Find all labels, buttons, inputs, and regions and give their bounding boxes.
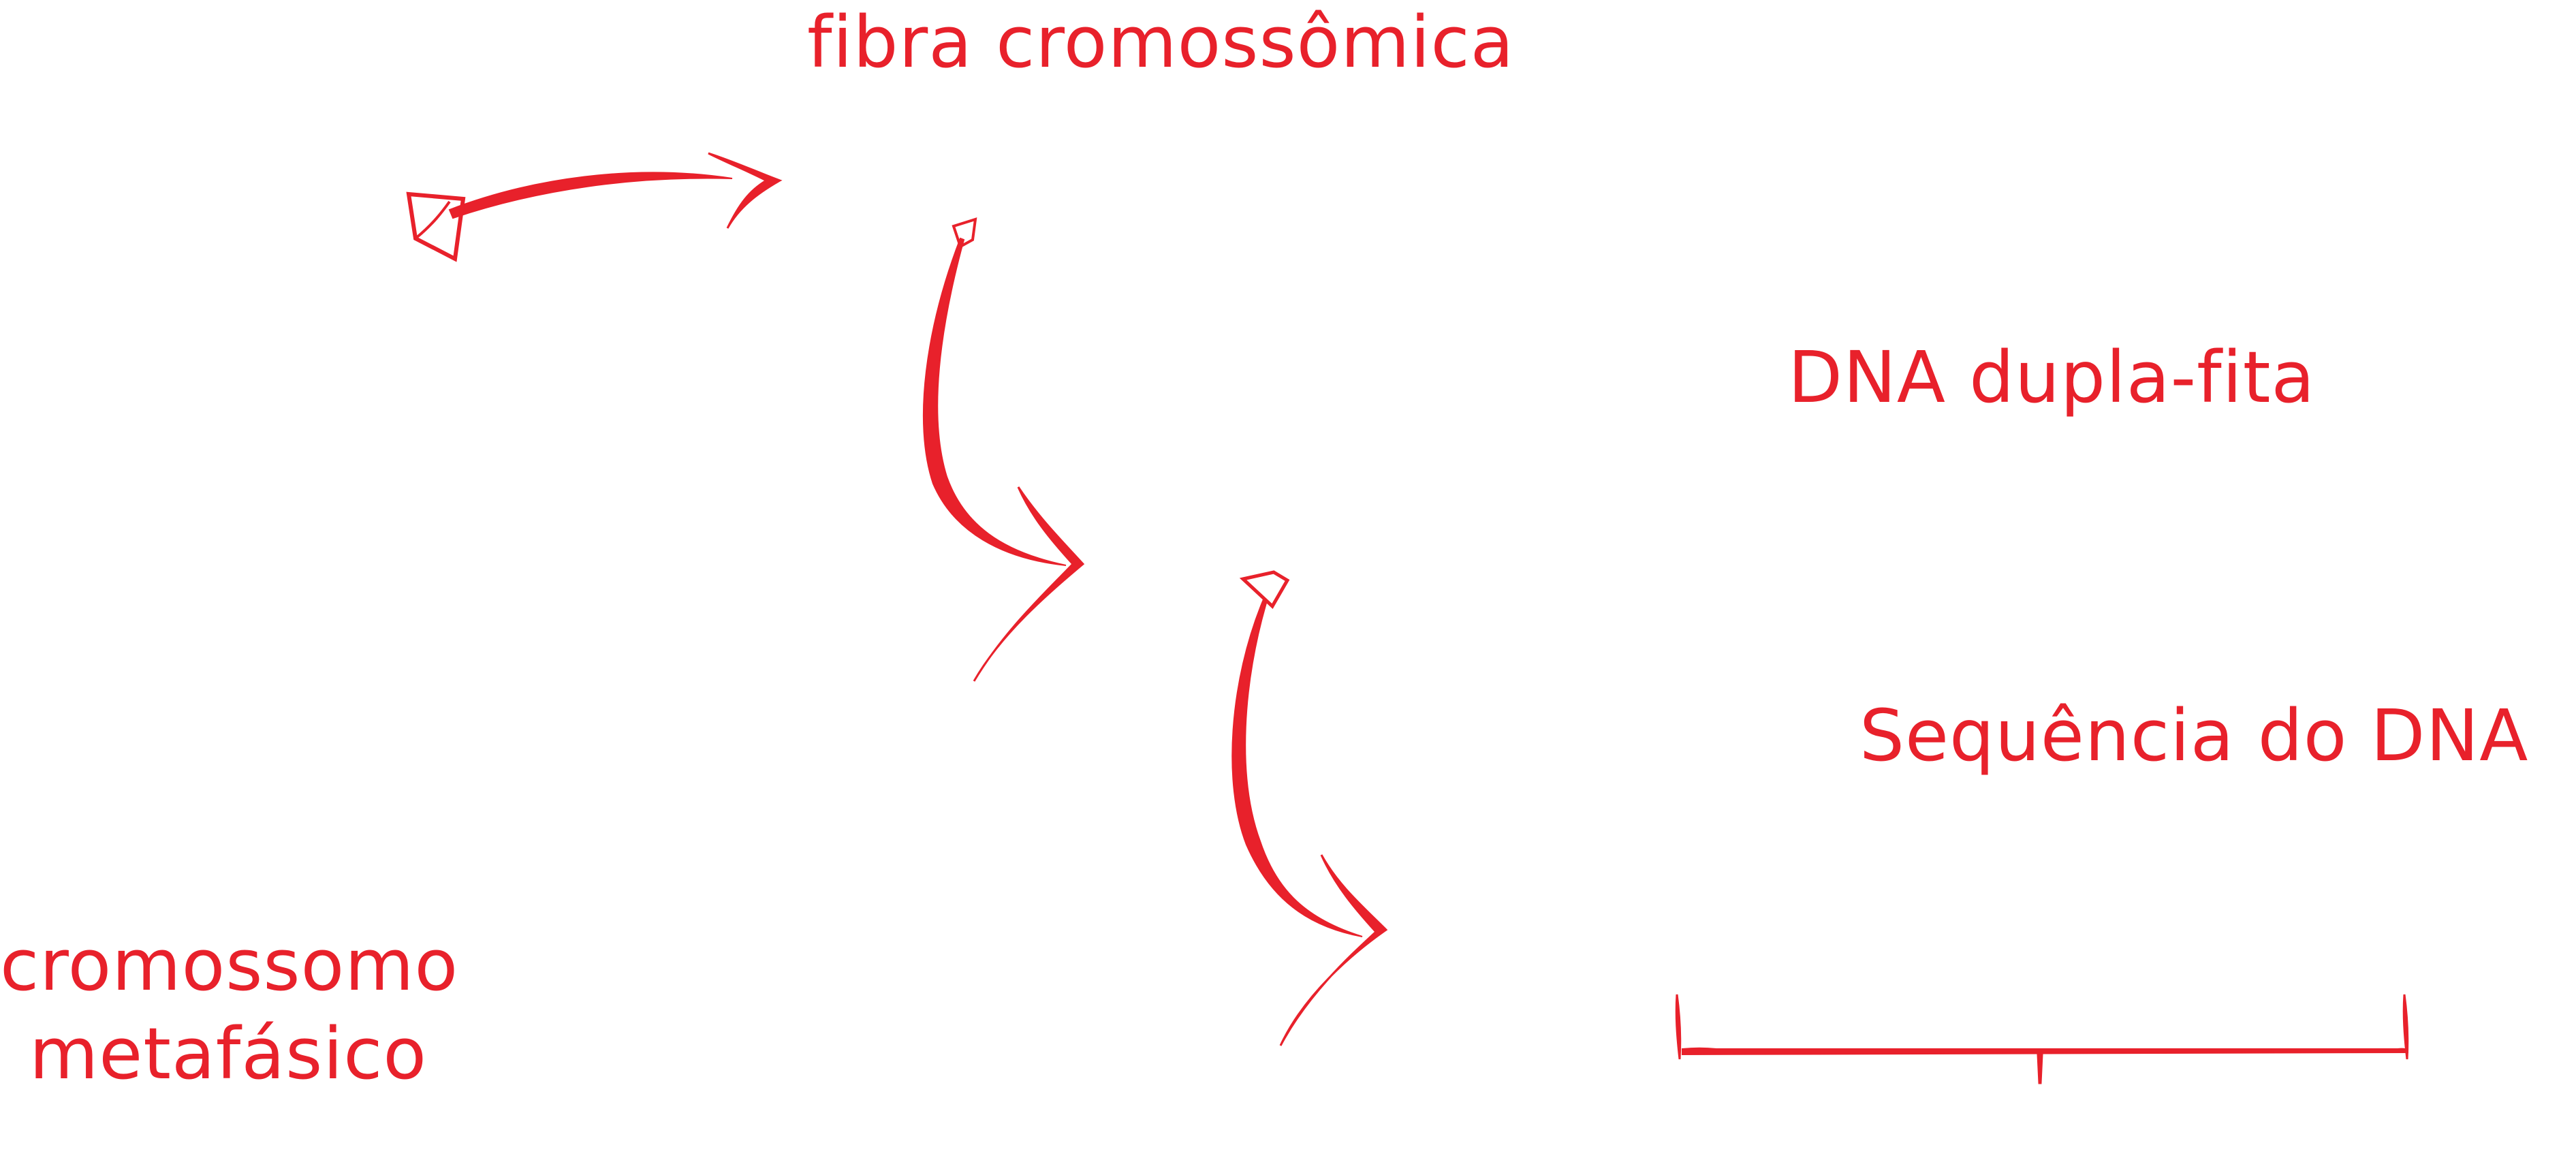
label-cromossomo-line1: cromossomo (0, 924, 459, 1007)
label-dna-dupla-fita: DNA dupla-fita (1788, 336, 2316, 419)
curved-arrow-down-icon (1231, 570, 1388, 1046)
bracket-icon (1675, 994, 2409, 1084)
label-sequencia-do-dna: Sequência do DNA (1859, 694, 2529, 777)
curved-arrow-down-icon (922, 217, 1085, 682)
label-cromossomo-metafasico: cromossomo metafásico (0, 921, 459, 1098)
label-cromossomo-line2: metafásico (29, 1012, 428, 1095)
label-fibra-cromossomica: fibra cromossômica (807, 1, 1515, 84)
arrow-right-icon (406, 152, 783, 262)
